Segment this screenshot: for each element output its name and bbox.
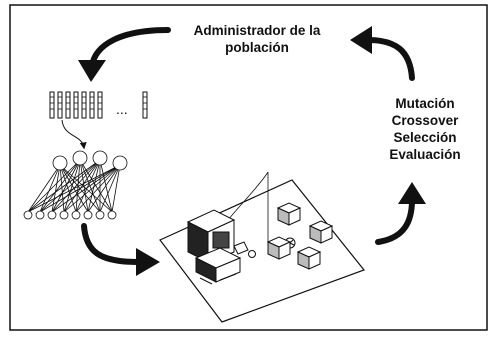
admin-label-line-2: población [225,40,289,55]
operation-crossover: Crossover [391,113,459,128]
population-bar-dashes [50,96,147,110]
operation-evaluation: Evaluación [389,147,461,162]
environment-platform [159,179,365,323]
population-admin-label: Administrador de la población [172,22,342,56]
mouse-icon [248,250,256,258]
curved-arrow-to-operations [375,182,426,245]
thin-arrow-to-network [61,119,87,150]
curved-arrow-to-population [78,27,171,82]
admin-label-line-1: Administrador de la [193,23,321,38]
operations-label: Mutación Crossover Selección Evaluación [370,95,480,163]
frame-border [9,4,488,331]
operation-mutation: Mutación [395,96,455,111]
curved-arrow-to-admin [350,26,415,81]
robot-computer-icon [186,209,249,285]
population-bars [49,91,148,119]
operation-selection: Selección [393,130,457,145]
population-ellipsis: ... [116,101,128,117]
neural-network-icon [23,150,128,220]
obstacle-cubes [266,202,334,270]
robot-cable [227,171,269,221]
curved-arrow-to-world [81,223,160,276]
